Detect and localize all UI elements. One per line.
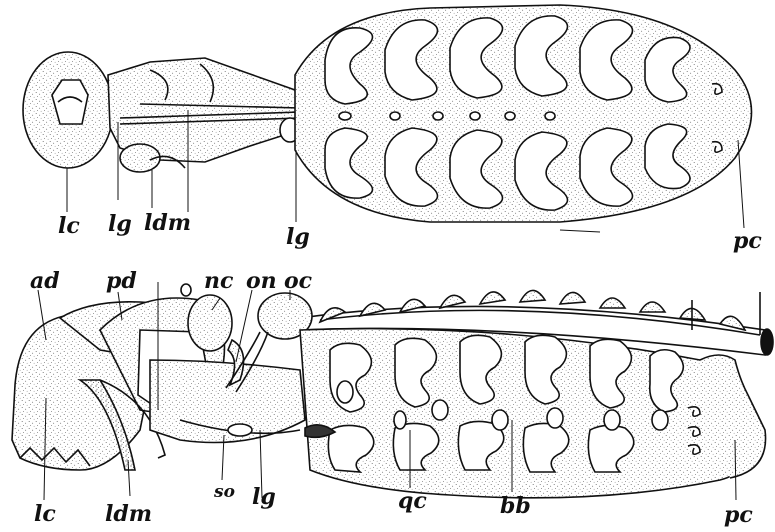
head-cavity bbox=[52, 80, 88, 124]
label-ad: ad bbox=[30, 270, 60, 292]
lateral-view bbox=[12, 282, 773, 500]
label-qc: qc bbox=[398, 490, 427, 512]
label-bb: bb bbox=[500, 495, 531, 517]
label-lg-top-left: lg bbox=[108, 213, 132, 235]
label-lc-bottom: lc bbox=[34, 503, 56, 525]
label-lg-top-mid: lg bbox=[286, 226, 310, 248]
label-pd: pd bbox=[106, 270, 137, 292]
label-lg-bottom: lg bbox=[252, 486, 276, 508]
nc-ellipse bbox=[188, 295, 232, 351]
label-pc-bottom: pc bbox=[724, 504, 753, 526]
label-oc: oc bbox=[284, 270, 312, 292]
label-ldm-bottom: ldm bbox=[105, 503, 152, 525]
label-on: on bbox=[246, 270, 277, 292]
dorsal-view bbox=[23, 5, 752, 228]
label-pc-top: pc bbox=[733, 230, 762, 252]
label-nc: nc bbox=[204, 270, 233, 292]
label-ldm-top: ldm bbox=[144, 212, 191, 234]
label-so: so bbox=[214, 484, 235, 501]
label-lc-top: lc bbox=[58, 215, 80, 237]
